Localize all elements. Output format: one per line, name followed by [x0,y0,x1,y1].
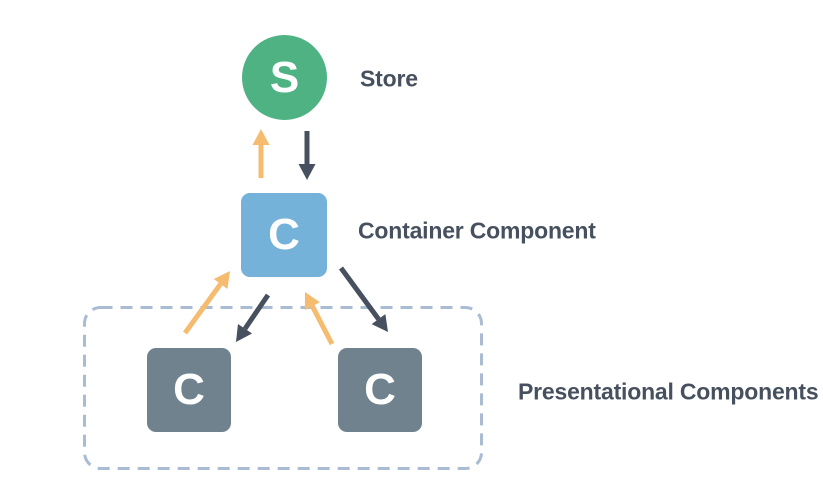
arrow-container-to-store-up-head [252,129,270,145]
presentational-left-letter: C [173,365,205,414]
arrow-right-component-to-container-up-head [304,292,320,311]
arrow-store-to-container-down-head [298,164,316,180]
arrow-right-component-to-container-up-shaft [310,305,335,346]
presentational-right-letter: C [364,365,396,414]
store-label: Store [360,65,418,92]
arrow-container-to-right-component-down-shaft [338,266,381,321]
arrow-left-component-to-container-up-shaft [182,282,223,335]
presentational-components-label: Presentational Components [518,378,819,405]
presentational-component-left-node: C [147,348,231,432]
presentational-component-right-node: C [338,348,422,432]
arrow-left-component-to-container-up-head [213,271,230,289]
container-node-letter: C [268,210,300,259]
arrow-container-to-left-component-down-shaft [242,293,271,331]
container-component-node: C [241,193,327,277]
arrow-container-to-left-component-down-head [236,323,253,342]
container-component-label: Container Component [358,217,596,244]
store-node-letter: S [269,52,300,102]
store-node: S [242,35,327,120]
arrow-container-to-right-component-down-head [371,314,388,332]
